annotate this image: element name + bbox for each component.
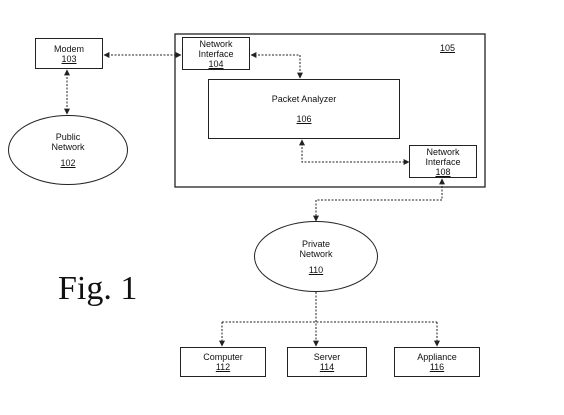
connector-ni104-analyzer	[250, 52, 303, 79]
modem-ref: 103	[61, 53, 77, 64]
ni108-label-2: Interface	[425, 156, 461, 167]
server-label: Server	[313, 352, 341, 362]
private-network-ellipse: Private Network 110	[254, 221, 378, 292]
network-interface-108-box: Network Interface 108	[409, 145, 477, 178]
modem-label: Modem	[53, 43, 84, 54]
server-ref: 114	[319, 362, 335, 372]
public-network-label-1: Public	[55, 132, 81, 142]
appliance-ref: 116	[429, 362, 445, 372]
ni104-ref: 104	[208, 58, 224, 69]
modem-box: Modem 103	[35, 38, 103, 69]
appliance-label: Appliance	[417, 352, 457, 362]
ni104-label-1: Network	[199, 38, 233, 49]
ni104-label-2: Interface	[198, 48, 234, 59]
computer-ref: 112	[215, 362, 231, 372]
packet-analyzer-box: Packet Analyzer 106	[208, 79, 400, 139]
packet-analyzer-ref: 106	[296, 114, 312, 124]
packet-analyzer-label: Packet Analyzer	[271, 94, 337, 104]
network-interface-104-box: Network Interface 104	[182, 37, 250, 70]
connector-analyzer-ni108	[299, 139, 410, 165]
ni108-label-1: Network	[426, 146, 460, 157]
connector-ni108-private	[313, 178, 445, 222]
private-network-ref: 110	[308, 264, 324, 275]
figure-label: Fig. 1	[58, 270, 138, 307]
ni108-ref: 108	[435, 166, 451, 177]
computer-box: Computer 112	[180, 347, 266, 377]
computer-label: Computer	[203, 352, 243, 362]
private-network-label-1: Private	[301, 238, 330, 249]
appliance-box: Appliance 116	[394, 347, 480, 377]
public-network-label-2: Network	[51, 142, 85, 152]
system-105-ref: 105	[440, 43, 456, 53]
server-box: Server 114	[287, 347, 367, 377]
private-network-label-2: Network	[299, 248, 333, 259]
public-network-ref: 102	[60, 158, 76, 168]
public-network-ellipse: Public Network 102	[8, 115, 128, 185]
